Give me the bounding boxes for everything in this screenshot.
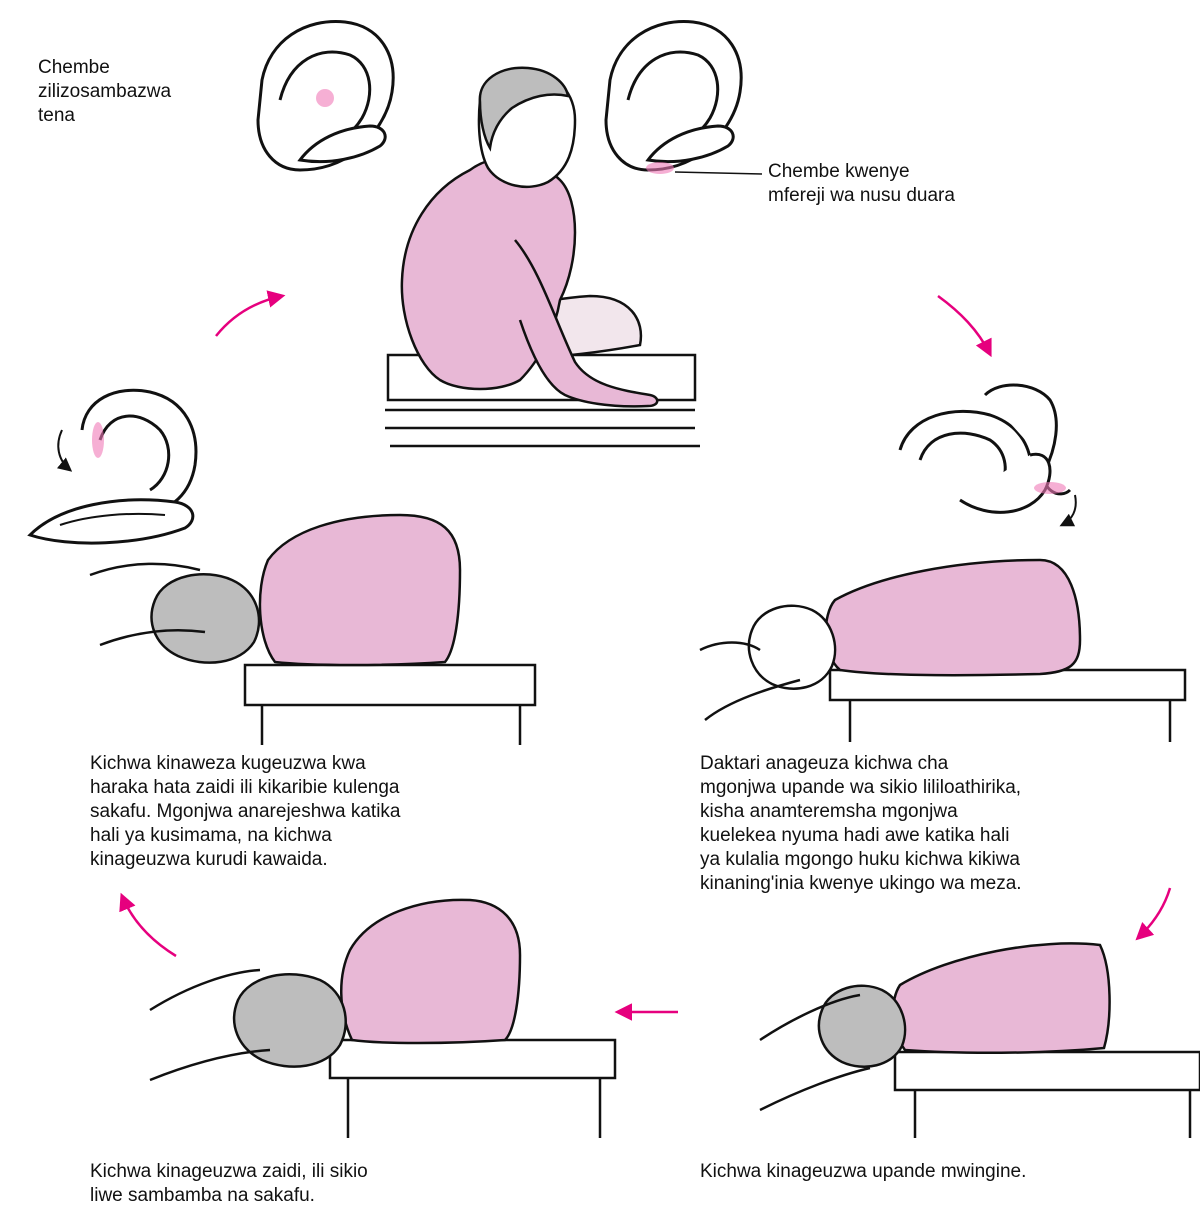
lying-head-2 xyxy=(817,984,907,1068)
seated-hair xyxy=(478,66,570,152)
seated-patient-illustration xyxy=(385,66,700,448)
inner-ear-canal-icon xyxy=(604,20,763,175)
lying-head-4 xyxy=(150,573,261,664)
arrow-seated-to-lying xyxy=(937,294,992,358)
lying-head-further-illustration xyxy=(149,898,617,1138)
lying-head-3 xyxy=(232,973,347,1068)
lying-head-turned-illustration xyxy=(699,558,1187,742)
arrow-lying-to-turned xyxy=(1135,887,1172,941)
inner-ear-rotating-left-icon xyxy=(27,388,198,545)
flow-arrows xyxy=(119,290,1172,1021)
label-particles-in-canal: Chembe kwenye mfereji wa nusu duara xyxy=(768,161,955,206)
caption-head-turned-faster: Kichwa kinaweza kugeuzwa kwa haraka hata… xyxy=(90,753,401,870)
lying-shirt-3 xyxy=(340,898,522,1045)
caption-head-turned-further: Kichwa kinageuzwa zaidi, ili sikio liwe … xyxy=(90,1161,368,1206)
arrow-faster-to-seated xyxy=(215,290,286,337)
arrow-further-to-faster xyxy=(119,892,177,958)
caption-head-turned-sideways: Daktari anageuza kichwa cha mgonjwa upan… xyxy=(700,753,1022,894)
lying-head-1 xyxy=(747,604,837,690)
label-particles-dispersed: Chembe zilizosambazwa tena xyxy=(38,57,172,126)
lying-shirt-1 xyxy=(824,558,1082,677)
seated-table xyxy=(385,408,700,448)
caption-head-turned-other-side: Kichwa kinageuzwa upande mwingine. xyxy=(700,1161,1027,1182)
lying-shirt-4 xyxy=(258,513,462,667)
lying-head-faster-illustration xyxy=(89,513,537,745)
inner-ear-dispersed-icon xyxy=(256,20,395,172)
lying-head-other-side-illustration xyxy=(759,942,1200,1138)
inner-ear-rotating-right-icon xyxy=(898,383,1077,527)
lying-shirt-2 xyxy=(891,942,1111,1055)
